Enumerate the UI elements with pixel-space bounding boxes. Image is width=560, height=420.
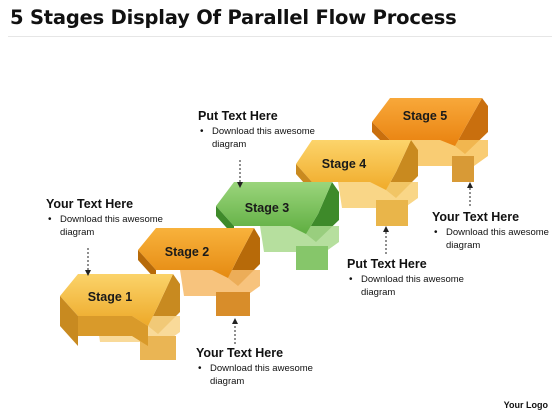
callout-3-text: Download this awesome diagram [196, 363, 320, 388]
callout-5-text: Download this awesome diagram [432, 227, 556, 252]
stage-1-label: Stage 1 [88, 290, 133, 304]
callout-3-heading: Your Text Here [196, 346, 284, 360]
stage-5-block [372, 98, 488, 182]
connector-arrows [87, 160, 471, 344]
stage-2-block [138, 228, 260, 316]
callout-5: Your Text Here Download this awesome dia… [432, 210, 556, 252]
callout-3: Your Text Here Download this awesome dia… [196, 346, 320, 388]
callout-5-heading: Your Text Here [432, 210, 520, 224]
arrow-heads [85, 182, 473, 324]
stage-2-label: Stage 2 [165, 245, 210, 259]
stage-4-block [296, 140, 418, 226]
page-title: 5 Stages Display Of Parallel Flow Proces… [10, 6, 457, 29]
callout-4-text: Download this awesome diagram [347, 274, 471, 299]
callout-4: Put Text Here Download this awesome diag… [347, 257, 471, 299]
callout-2-text: Download this awesome diagram [198, 126, 322, 151]
logo-placeholder: Your Logo [503, 400, 548, 410]
stage-4-label: Stage 4 [322, 157, 367, 171]
stage-3-block [216, 182, 339, 270]
stage-3-label: Stage 3 [245, 201, 290, 215]
title-divider [8, 36, 552, 37]
callout-1-text: Download this awesome diagram [46, 214, 170, 239]
callout-1: Your Text Here Download this awesome dia… [46, 197, 170, 239]
stage-5-label: Stage 5 [403, 109, 448, 123]
callout-4-heading: Put Text Here [347, 257, 427, 271]
callout-2: Put Text Here Download this awesome diag… [198, 109, 322, 151]
stage-1-block [60, 274, 180, 360]
callout-2-heading: Put Text Here [198, 109, 278, 123]
callout-1-heading: Your Text Here [46, 197, 134, 211]
